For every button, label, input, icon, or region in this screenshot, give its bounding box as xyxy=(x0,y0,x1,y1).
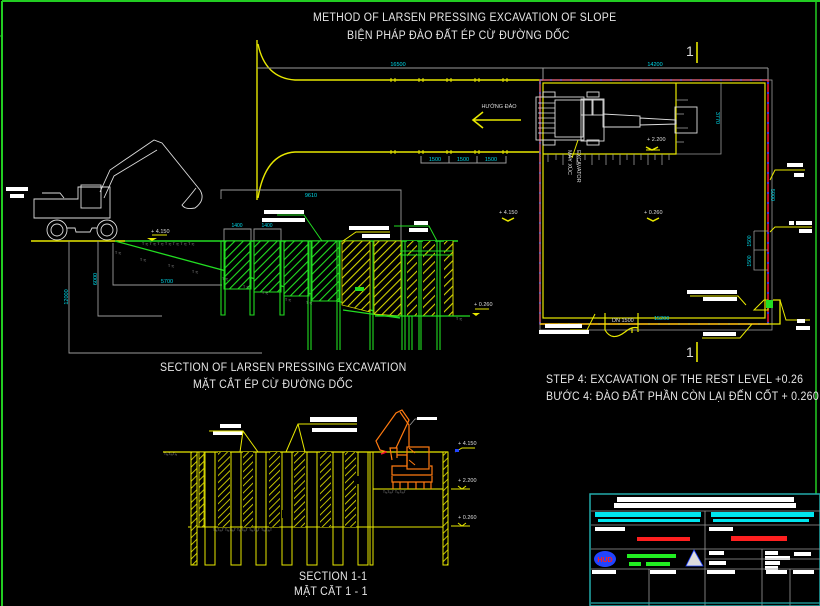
svg-text:1: 1 xyxy=(686,344,694,360)
section-mark-bottom: 1 xyxy=(686,342,698,362)
svg-text:ᵀ ≈: ᵀ ≈ xyxy=(243,285,250,291)
svg-text:+ 2.200: + 2.200 xyxy=(458,478,477,484)
excavator-label-vi: MÁY XÚC xyxy=(566,150,573,175)
level-marker-pit: + 0.260 xyxy=(644,210,663,222)
hud-logo: HUD xyxy=(594,551,616,567)
svg-text:ᵀ≈ᵀ≈ᵀ ᵀ≈ᵀ≈ᵀ: ᵀ≈ᵀ≈ᵀ ᵀ≈ᵀ≈ᵀ xyxy=(383,490,406,495)
dim-depth-12000: 12000 xyxy=(64,289,70,304)
sheet-piles-yellow xyxy=(341,240,470,317)
svg-text:+ 4.150: + 4.150 xyxy=(499,210,518,216)
dim-pile-2: 1400 xyxy=(261,223,272,229)
svg-text:ᵀ ≈: ᵀ ≈ xyxy=(222,277,229,283)
dim-vertical-box: 3770 xyxy=(714,112,720,124)
step-description-vi: BƯỚC 4: ĐÀO ĐẤT PHẦN CÒN LẠI ĐẾN CỐT + 0… xyxy=(546,391,819,403)
sheet-piles-section xyxy=(190,451,449,566)
level-marker-slope-top: + 4.150 xyxy=(147,229,170,241)
level-marker-slope-bottom: + 0.260 xyxy=(472,302,493,316)
svg-text:HUD: HUD xyxy=(597,557,612,564)
level-marker-s11-bottom: + 0.260 xyxy=(451,515,477,527)
svg-text:ᵀ ≈: ᵀ ≈ xyxy=(285,298,292,304)
svg-text:1: 1 xyxy=(686,43,694,59)
drawing-title-vi: BIỆN PHÁP ĐÀO ĐẤT ÉP CỪ ĐƯỜNG DỐC xyxy=(347,30,570,42)
section-mark-top: 1 xyxy=(686,42,698,63)
excavator-section-icon xyxy=(375,409,433,489)
svg-text:ᵀ ≈ ᵀ ≈ ᵀ ≈ ᵀ ≈ ᵀ ≈ ᵀ ≈ ᵀ ≈: ᵀ ≈ ᵀ ≈ ᵀ ≈ ᵀ ≈ ᵀ ≈ ᵀ ≈ ᵀ ≈ xyxy=(142,242,195,248)
title-block: HUD xyxy=(589,493,820,606)
dim-slope-length: 5700 xyxy=(161,279,173,285)
level-marker-s11-top: + 4.150 xyxy=(454,441,477,453)
dim-bottom: 15200 xyxy=(654,316,669,322)
dim-small-2: 1500 xyxy=(747,255,753,266)
svg-text:ᵀ ≈: ᵀ ≈ xyxy=(140,258,147,264)
svg-text:ᵀ≈ᵀ≈ᵀ ᵀ≈ᵀ≈ᵀ ᵀ≈ᵀ≈ᵀ ᵀ≈ᵀ≈ᵀ ᵀ≈: ᵀ≈ᵀ≈ᵀ ᵀ≈ᵀ≈ᵀ ᵀ≈ᵀ≈ᵀ ᵀ≈ᵀ≈ᵀ ᵀ≈ᵀ≈ᵀ xyxy=(213,528,272,533)
svg-text:+ 2.200: + 2.200 xyxy=(647,137,666,143)
slope-section-title-en: SECTION OF LARSEN PRESSING EXCAVATION xyxy=(160,362,407,374)
svg-text:ᵀ ≈: ᵀ ≈ xyxy=(456,317,463,323)
svg-text:ᵀ ≈: ᵀ ≈ xyxy=(262,291,269,297)
section-1-1: + 4.150 + 2.200 + 0.260 ᵀ≈ᵀ≈ᵀ≈ ᵀ≈ᵀ≈ᵀ ᵀ≈ᵀ… xyxy=(163,409,477,566)
svg-text:ᵀ ≈: ᵀ ≈ xyxy=(168,264,175,270)
drawing-title-en: METHOD OF LARSEN PRESSING EXCAVATION OF … xyxy=(313,12,617,24)
dim-top-left: 16500 xyxy=(390,62,405,68)
dim-right-side: 5000 xyxy=(769,189,775,201)
level-marker-excavator: + 2.200 xyxy=(645,137,666,151)
svg-text:ᵀ ≈: ᵀ ≈ xyxy=(192,270,199,276)
svg-text:+ 0.260: + 0.260 xyxy=(474,302,493,308)
excavation-pit-outline xyxy=(539,79,773,331)
direction-label: HƯỚNG ĐÀO xyxy=(481,103,517,110)
pipe-label: DN 1500 xyxy=(612,318,634,324)
slope-section-title-vi: MẶT CẮT ÉP CỪ ĐƯỜNG DỐC xyxy=(193,379,353,391)
step-description-en: STEP 4: EXCAVATION OF THE REST LEVEL +0.… xyxy=(546,374,804,386)
excavation-direction-arrow-icon xyxy=(471,111,521,129)
dim-top-right: 14200 xyxy=(647,62,662,68)
level-marker-s11-mid: + 2.200 xyxy=(451,478,477,490)
excavator-label-en: EXCAVATOR xyxy=(575,150,581,183)
plan-view: 16500 14200 1500 1500 1500 HƯỚNG ĐÀO xyxy=(256,40,812,362)
svg-text:+ 4.150: + 4.150 xyxy=(458,441,477,447)
dim-pile-1: 1400 xyxy=(231,223,242,229)
dim-spacing-1: 1500 xyxy=(429,157,441,163)
svg-text:+ 0.260: + 0.260 xyxy=(458,515,477,521)
svg-text:ᵀ ≈: ᵀ ≈ xyxy=(115,251,122,257)
section-1-1-title-vi: MẶT CẮT 1 - 1 xyxy=(294,586,368,598)
svg-text:+ 4.150: + 4.150 xyxy=(151,229,170,235)
sheet-piles-green xyxy=(220,240,441,350)
level-marker-outside: + 4.150 xyxy=(499,210,518,222)
svg-text:+ 0.260: + 0.260 xyxy=(644,210,663,216)
dim-overall: 9610 xyxy=(305,193,317,199)
excavator-side-icon xyxy=(33,139,203,241)
svg-text:ᵀ ≈: ᵀ ≈ xyxy=(306,301,313,307)
section-1-1-title-en: SECTION 1-1 xyxy=(299,571,368,583)
dim-depth-6000: 6000 xyxy=(93,273,99,285)
slope-section: ▬▬▬▬ 12000 6000 5700 9610 1400 1400 xyxy=(6,139,493,354)
svg-text:ᵀ≈ᵀ≈ᵀ≈: ᵀ≈ᵀ≈ᵀ≈ xyxy=(164,452,178,457)
dim-spacing-2: 1500 xyxy=(457,157,469,163)
dim-spacing-3: 1500 xyxy=(485,157,497,163)
excavator-plan-icon xyxy=(535,91,698,146)
dim-small-1: 1500 xyxy=(747,235,753,246)
